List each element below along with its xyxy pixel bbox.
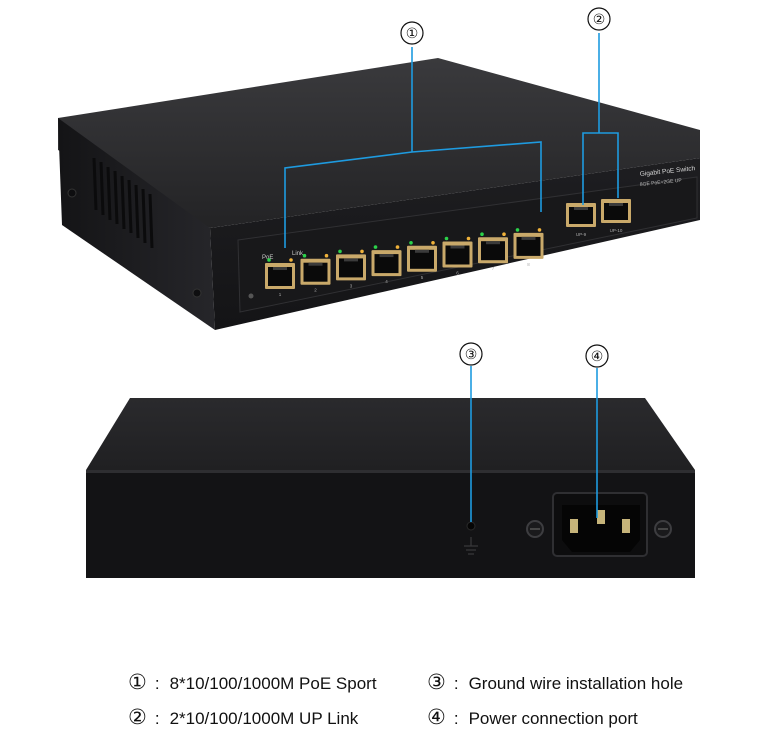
port-number: 2 [314, 288, 317, 293]
legend-item-1: ①:8*10/100/1000M PoE Sport [128, 670, 377, 694]
port-number: 7 [492, 266, 495, 271]
ground-hole [466, 521, 476, 531]
port-number: 3 [350, 283, 353, 288]
poe-port: 2 [300, 253, 331, 293]
device-subtitle: 8GE PoE+2GE UP [640, 178, 683, 188]
legend-item-3: ③:Ground wire installation hole [427, 670, 684, 694]
legend-text: Power connection port [468, 709, 638, 728]
poe-label: PoE [262, 255, 273, 261]
poe-port: 8 [513, 228, 544, 267]
uplink-port: UP-9 [566, 203, 596, 237]
poe-port: 5 [407, 241, 437, 280]
uplink-label: UP-10 [610, 228, 623, 233]
poe-port: 4 [371, 245, 402, 284]
switch-back-view [86, 398, 695, 578]
legend-text: Ground wire installation hole [468, 674, 684, 693]
side-vents [92, 157, 154, 249]
port-number: 6 [456, 271, 459, 276]
legend-text: 8*10/100/1000M PoE Sport [169, 674, 377, 693]
port-number: 5 [421, 275, 424, 280]
legend-number: ② [128, 705, 147, 729]
callout-3-number: ③ [465, 347, 478, 363]
callout-1-number: ① [406, 26, 419, 42]
callout-numbers: ① ② ③ ④ [400, 7, 611, 368]
power-socket [526, 492, 672, 557]
port-number: 1 [279, 292, 282, 297]
uplink-label: UP-9 [576, 232, 587, 237]
legend-number: ① [128, 670, 147, 694]
port-number: 4 [385, 279, 388, 284]
legend-item-2: ②:2*10/100/1000M UP Link [128, 705, 359, 729]
uplink-port: UP-10 [601, 199, 631, 233]
legend-number: ③ [427, 670, 446, 694]
callout-2-number: ② [593, 12, 606, 28]
port-number: 8 [527, 262, 530, 267]
poe-port: 7 [478, 232, 508, 271]
legend-item-4: ④:Power connection port [427, 705, 638, 729]
poe-ports: 1 2 3 4 5 6 7 8 UP-9 UP-10 [265, 199, 631, 297]
callout-4-number: ④ [591, 349, 604, 365]
poe-port: 3 [336, 249, 366, 288]
callout-lines [284, 33, 619, 522]
poe-port: 1 [265, 258, 295, 297]
link-label: Link [292, 251, 304, 257]
poe-port: 6 [442, 236, 473, 276]
legend-text: 2*10/100/1000M UP Link [169, 709, 359, 728]
legend-number: ④ [427, 705, 446, 729]
